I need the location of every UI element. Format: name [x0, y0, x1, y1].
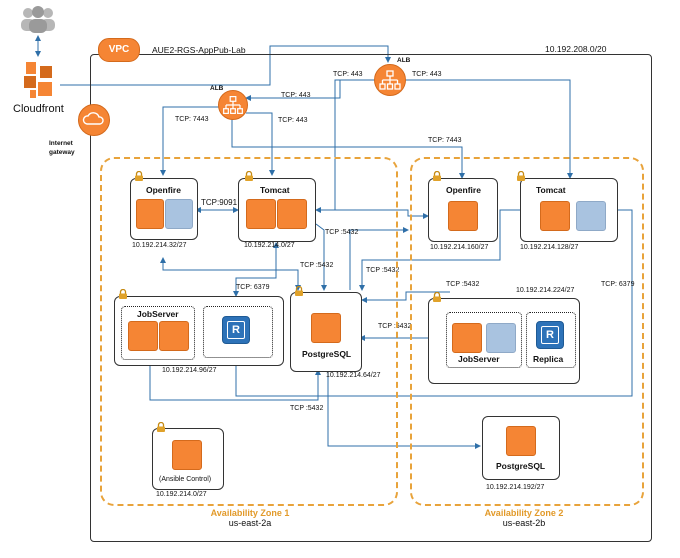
replica-glyph: R: [541, 326, 559, 344]
link-label-tcp443: TCP: 443: [278, 117, 308, 124]
instance-block: [540, 201, 570, 231]
replica-zone2-label: Replica: [533, 354, 564, 364]
postgres-zone1-label: PostgreSQL: [302, 349, 352, 359]
link-label-tcp5432: TCP :5432: [366, 267, 400, 274]
postgres-zone1-cidr: 10.192.214.64/27: [326, 372, 381, 379]
tomcat-zone1-cidr: 10.192.214.0/27: [244, 242, 295, 249]
redis-icon: R: [222, 316, 250, 344]
lock-icon: [516, 171, 526, 181]
openfire-zone1-label: Openfire: [146, 185, 181, 195]
link-label-tcp5432: TCP :5432: [290, 405, 324, 412]
instance-block: [506, 426, 536, 456]
internet-gateway-label-2: gateway: [49, 149, 75, 156]
alb-left-label: ALB: [210, 85, 224, 92]
tomcat-zone2-label: Tomcat: [536, 185, 566, 195]
jobserver-zone1-label: JobServer: [137, 309, 179, 319]
lock-icon: [156, 422, 166, 432]
instance-block: [172, 440, 202, 470]
tomcat-zone1-label: Tomcat: [260, 185, 290, 195]
ansible-control-label: (Ansible Control): [159, 476, 212, 483]
vpc-boundary: [90, 54, 652, 542]
internet-gateway-label-1: Internet: [49, 140, 73, 147]
users-icon: [18, 4, 58, 34]
instance-block: [448, 201, 478, 231]
instance-block: [452, 323, 482, 353]
lock-icon: [432, 171, 442, 181]
alb-top-label: ALB: [397, 57, 411, 64]
jobserver-group-zone1-cidr: 10.192.214.96/27: [162, 367, 217, 374]
instance-block: [136, 199, 164, 229]
alb-left-icon: [218, 90, 248, 120]
lock-icon: [134, 171, 144, 181]
redis-glyph: R: [227, 321, 245, 339]
cloudfront-icon: [22, 60, 56, 100]
lock-icon: [118, 289, 128, 299]
vpc-cidr: 10.192.208.0/20: [545, 44, 607, 54]
lock-icon: [294, 286, 304, 296]
instance-block: [165, 199, 193, 229]
openfire-zone2: [428, 178, 498, 242]
postgres-zone2-cidr: 10.192.214.192/27: [486, 484, 545, 491]
instance-block: [486, 323, 516, 353]
instance-block: [576, 201, 606, 231]
instance-block: [277, 199, 307, 229]
instance-block: [128, 321, 158, 351]
link-label-tcp9091: TCP:9091: [201, 198, 238, 207]
link-label-tcp443: TCP: 443: [412, 71, 442, 78]
postgres-zone2-label: PostgreSQL: [496, 461, 546, 471]
zone-1-title: Availability Zone 1 us-east-2a: [210, 508, 290, 528]
instance-block: [246, 199, 276, 229]
instance-block: [159, 321, 189, 351]
link-label-tcp7443: TCP: 7443: [428, 137, 462, 144]
link-label-tcp443: TCP: 443: [281, 92, 311, 99]
link-label-tcp5432: TCP :5432: [446, 281, 480, 288]
instance-block: [311, 313, 341, 343]
openfire-zone2-label: Openfire: [446, 185, 481, 195]
lock-icon: [432, 292, 442, 302]
jobserver-zone2-label: JobServer: [458, 354, 500, 364]
zone-2-title: Availability Zone 2 us-east-2b: [484, 508, 564, 528]
link-label-tcp6379: TCP: 6379: [236, 284, 270, 291]
openfire-zone1-cidr: 10.192.214.32/27: [132, 242, 187, 249]
redis-icon: R: [536, 321, 564, 349]
link-label-tcp6379: TCP: 6379: [601, 281, 635, 288]
alb-top-icon: [374, 64, 406, 96]
vpc-badge: VPC: [98, 38, 140, 62]
lock-icon: [244, 171, 254, 181]
availability-zone-2: [410, 157, 644, 506]
availability-zone-1: [100, 157, 398, 506]
link-label-tcp7443: TCP: 7443: [175, 116, 209, 123]
internet-gateway-icon: [78, 104, 110, 136]
zone2-group-cidr: 10.192.214.224/27: [516, 287, 575, 294]
link-label-tcp443: TCP: 443: [333, 71, 363, 78]
openfire-zone2-cidr: 10.192.214.160/27: [430, 244, 489, 251]
tomcat-zone2-cidr: 10.192.214.128/27: [520, 244, 579, 251]
cloudfront-label: Cloudfront: [13, 103, 64, 115]
vpc-name: AUE2-RGS-AppPub-Lab: [152, 45, 246, 55]
link-label-tcp5432: TCP :5432: [300, 262, 334, 269]
link-label-tcp5432: TCP :5432: [325, 229, 359, 236]
link-label-tcp5432: TCP :5432: [378, 323, 412, 330]
ansible-control-cidr: 10.192.214.0/27: [156, 491, 207, 498]
